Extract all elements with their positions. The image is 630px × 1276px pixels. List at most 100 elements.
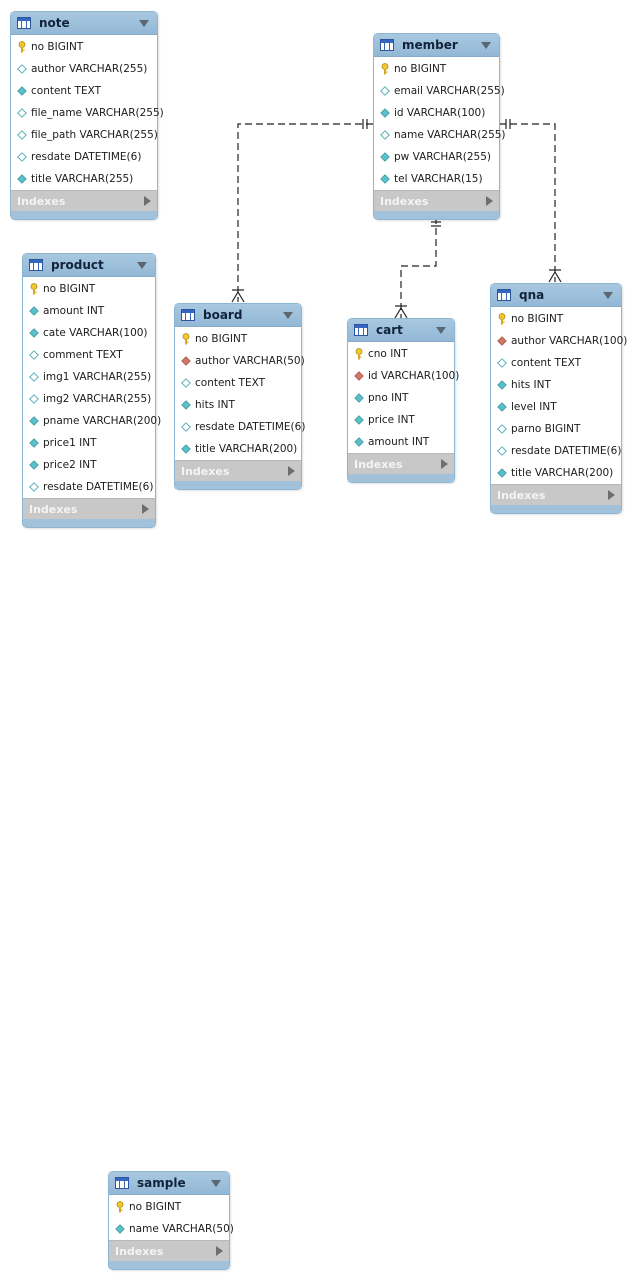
table-name: qna bbox=[519, 288, 545, 302]
column-row[interactable]: author VARCHAR(100) bbox=[491, 330, 627, 352]
table-note[interactable]: note no BIGINT author VARCHAR(255) content… bbox=[10, 11, 164, 220]
indexes-section[interactable]: Indexes bbox=[491, 484, 621, 505]
column-row[interactable]: no BIGINT bbox=[11, 36, 157, 58]
expand-arrow-icon[interactable] bbox=[216, 1246, 223, 1256]
column-row[interactable]: price2 INT bbox=[23, 454, 155, 476]
table-header[interactable]: board bbox=[175, 304, 301, 327]
column-row[interactable]: no BIGINT bbox=[491, 308, 621, 330]
column-row[interactable]: img1 VARCHAR(255) bbox=[23, 366, 155, 388]
collapse-toggle-icon[interactable] bbox=[603, 291, 613, 299]
column-row[interactable]: author VARCHAR(255) bbox=[11, 58, 157, 80]
nullable-icon bbox=[16, 107, 28, 119]
expand-arrow-icon[interactable] bbox=[441, 459, 448, 469]
indexes-section[interactable]: Indexes bbox=[374, 190, 499, 211]
indexes-section[interactable]: Indexes bbox=[23, 498, 155, 519]
column-row[interactable]: comment TEXT bbox=[23, 344, 155, 366]
not-null-icon bbox=[496, 401, 508, 413]
column-row[interactable]: price1 INT bbox=[23, 432, 155, 454]
table-icon bbox=[115, 1177, 129, 1189]
nullable-icon bbox=[28, 371, 40, 383]
table-icon bbox=[181, 309, 195, 321]
column-row[interactable]: content TEXT bbox=[175, 372, 301, 394]
indexes-section[interactable]: Indexes bbox=[348, 453, 454, 474]
column-label: parno BIGINT bbox=[511, 423, 581, 435]
collapse-toggle-icon[interactable] bbox=[481, 41, 491, 49]
column-row[interactable]: img2 VARCHAR(255) bbox=[23, 388, 155, 410]
column-row[interactable]: no BIGINT bbox=[175, 328, 301, 350]
column-row[interactable]: tel VARCHAR(15) bbox=[374, 168, 499, 190]
table-header[interactable]: note bbox=[11, 12, 157, 35]
column-label: resdate DATETIME(6) bbox=[195, 421, 306, 433]
column-row[interactable]: resdate DATETIME(6) bbox=[175, 416, 305, 438]
expand-arrow-icon[interactable] bbox=[288, 466, 295, 476]
column-row[interactable]: content TEXT bbox=[11, 80, 157, 102]
column-row[interactable]: file_path VARCHAR(255) bbox=[11, 124, 158, 146]
column-row[interactable]: id VARCHAR(100) bbox=[348, 365, 459, 387]
column-label: author VARCHAR(255) bbox=[31, 63, 148, 75]
column-row[interactable]: content TEXT bbox=[491, 352, 621, 374]
expand-arrow-icon[interactable] bbox=[142, 504, 149, 514]
collapse-toggle-icon[interactable] bbox=[436, 326, 446, 334]
column-row[interactable]: name VARCHAR(50) bbox=[109, 1218, 234, 1240]
expand-arrow-icon[interactable] bbox=[486, 196, 493, 206]
column-row[interactable]: level INT bbox=[491, 396, 621, 418]
column-row[interactable]: parno BIGINT bbox=[491, 418, 621, 440]
column-label: id VARCHAR(100) bbox=[394, 107, 486, 119]
table-name: sample bbox=[137, 1176, 186, 1190]
column-row[interactable]: id VARCHAR(100) bbox=[374, 102, 499, 124]
expand-arrow-icon[interactable] bbox=[608, 490, 615, 500]
column-row[interactable]: resdate DATETIME(6) bbox=[23, 476, 155, 498]
column-row[interactable]: resdate DATETIME(6) bbox=[11, 146, 157, 168]
column-row[interactable]: cno INT bbox=[348, 343, 454, 365]
column-label: no BIGINT bbox=[43, 283, 96, 295]
column-row[interactable]: no BIGINT bbox=[374, 58, 499, 80]
table-header[interactable]: cart bbox=[348, 319, 454, 342]
indexes-section[interactable]: Indexes bbox=[11, 190, 157, 211]
column-row[interactable]: amount INT bbox=[23, 300, 155, 322]
table-header[interactable]: member bbox=[374, 34, 499, 57]
column-row[interactable]: title VARCHAR(255) bbox=[11, 168, 157, 190]
expand-arrow-icon[interactable] bbox=[144, 196, 151, 206]
table-icon bbox=[29, 259, 43, 271]
column-row[interactable]: pname VARCHAR(200) bbox=[23, 410, 161, 432]
collapse-toggle-icon[interactable] bbox=[211, 1179, 221, 1187]
column-row[interactable]: no BIGINT bbox=[109, 1196, 229, 1218]
column-row[interactable]: cate VARCHAR(100) bbox=[23, 322, 155, 344]
column-row[interactable]: hits INT bbox=[175, 394, 301, 416]
column-row[interactable]: hits INT bbox=[491, 374, 621, 396]
column-row[interactable]: pw VARCHAR(255) bbox=[374, 146, 499, 168]
column-row[interactable]: title VARCHAR(200) bbox=[175, 438, 301, 460]
table-header[interactable]: qna bbox=[491, 284, 621, 307]
column-row[interactable]: resdate DATETIME(6) bbox=[491, 440, 621, 462]
not-null-icon bbox=[379, 151, 391, 163]
table-header[interactable]: product bbox=[23, 254, 155, 277]
table-header[interactable]: sample bbox=[109, 1172, 229, 1195]
column-label: img2 VARCHAR(255) bbox=[43, 393, 152, 405]
not-null-icon bbox=[28, 327, 40, 339]
column-row[interactable]: no BIGINT bbox=[23, 278, 155, 300]
collapse-toggle-icon[interactable] bbox=[137, 261, 147, 269]
column-row[interactable]: name VARCHAR(255) bbox=[374, 124, 506, 146]
table-board[interactable]: board no BIGINT author VARCHAR(50)content… bbox=[174, 303, 305, 490]
nullable-icon bbox=[379, 85, 391, 97]
column-label: no BIGINT bbox=[195, 333, 248, 345]
column-row[interactable]: file_name VARCHAR(255) bbox=[11, 102, 164, 124]
collapse-toggle-icon[interactable] bbox=[283, 311, 293, 319]
column-row[interactable]: price INT bbox=[348, 409, 454, 431]
collapse-toggle-icon[interactable] bbox=[139, 19, 149, 27]
indexes-section[interactable]: Indexes bbox=[175, 460, 301, 481]
column-row[interactable]: email VARCHAR(255) bbox=[374, 80, 505, 102]
column-row[interactable]: title VARCHAR(200) bbox=[491, 462, 621, 484]
column-row[interactable]: author VARCHAR(50) bbox=[175, 350, 305, 372]
column-row[interactable]: pno INT bbox=[348, 387, 454, 409]
table-footer bbox=[348, 474, 454, 482]
column-row[interactable]: amount INT bbox=[348, 431, 454, 453]
indexes-section[interactable]: Indexes bbox=[109, 1240, 229, 1261]
